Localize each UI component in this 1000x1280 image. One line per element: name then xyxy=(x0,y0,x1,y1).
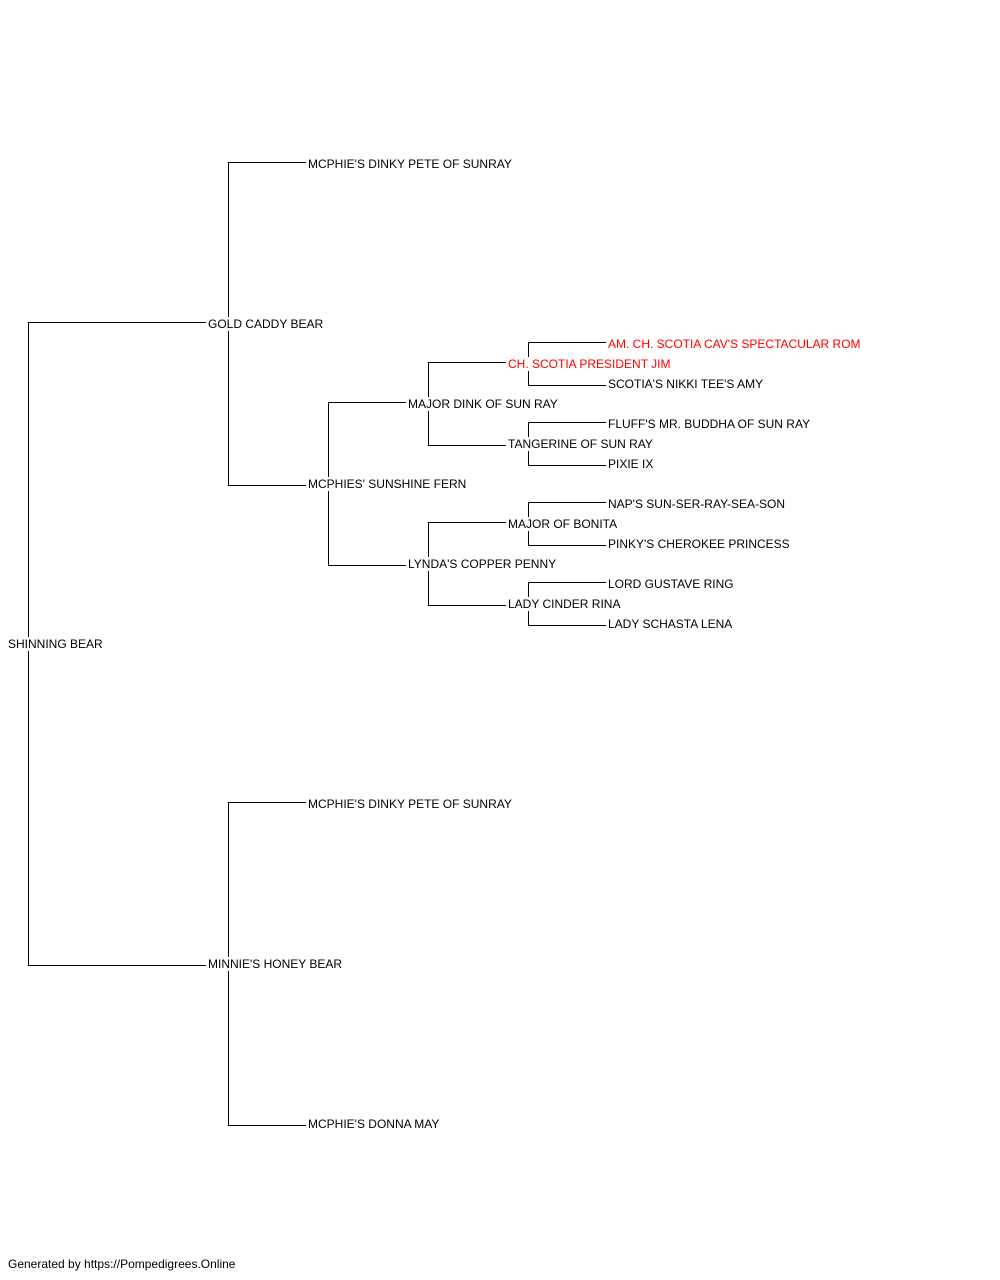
sire-dam-dam-sire-dam-name: PINKY'S CHEROKEE PRINCESS xyxy=(608,537,792,551)
dam-dam-name: MCPHIE'S DONNA MAY xyxy=(308,1117,442,1131)
sire-dam-sire-sire-sire-name: AM. CH. SCOTIA CAV'S SPECTACULAR ROM xyxy=(608,337,863,351)
sire-dam-dam-dam-name: LADY CINDER RINA xyxy=(508,597,623,611)
sire-sire-name: MCPHIE'S DINKY PETE OF SUNRAY xyxy=(308,157,514,171)
sire-dam-dam-sire-name: MAJOR OF BONITA xyxy=(508,517,620,531)
sire-dam-sire-dam-dam-name: PIXIE IX xyxy=(608,457,656,471)
sire-dam-sire-dam-name: TANGERINE OF SUN RAY xyxy=(508,437,655,451)
sire-dam-dam-dam-sire-name: LORD GUSTAVE RING xyxy=(608,577,736,591)
sire-name: GOLD CADDY BEAR xyxy=(208,317,326,331)
generated-by-footer: Generated by https://Pompedigrees.Online xyxy=(8,1257,236,1271)
sire-dam-dam-dam-dam-name: LADY SCHASTA LENA xyxy=(608,617,735,631)
sire-dam-sire-sire-name: CH. SCOTIA PRESIDENT JIM xyxy=(508,357,673,371)
sire-dam-sire-dam-sire-name: FLUFF'S MR. BUDDHA OF SUN RAY xyxy=(608,417,813,431)
sire-dam-name: MCPHIES' SUNSHINE FERN xyxy=(308,477,469,491)
dam-sire-name: MCPHIE'S DINKY PETE OF SUNRAY xyxy=(308,797,514,811)
sire-dam-dam-name: LYNDA'S COPPER PENNY xyxy=(408,557,559,571)
sire-dam-sire-sire-dam-name: SCOTIA'S NIKKI TEE'S AMY xyxy=(608,377,766,391)
dam-name: MINNIE'S HONEY BEAR xyxy=(208,957,345,971)
sire-dam-dam-sire-sire-name: NAP'S SUN-SER-RAY-SEA-SON xyxy=(608,497,787,511)
subject-name: SHINNING BEAR xyxy=(8,637,105,651)
sire-dam-sire-name: MAJOR DINK OF SUN RAY xyxy=(408,397,560,411)
